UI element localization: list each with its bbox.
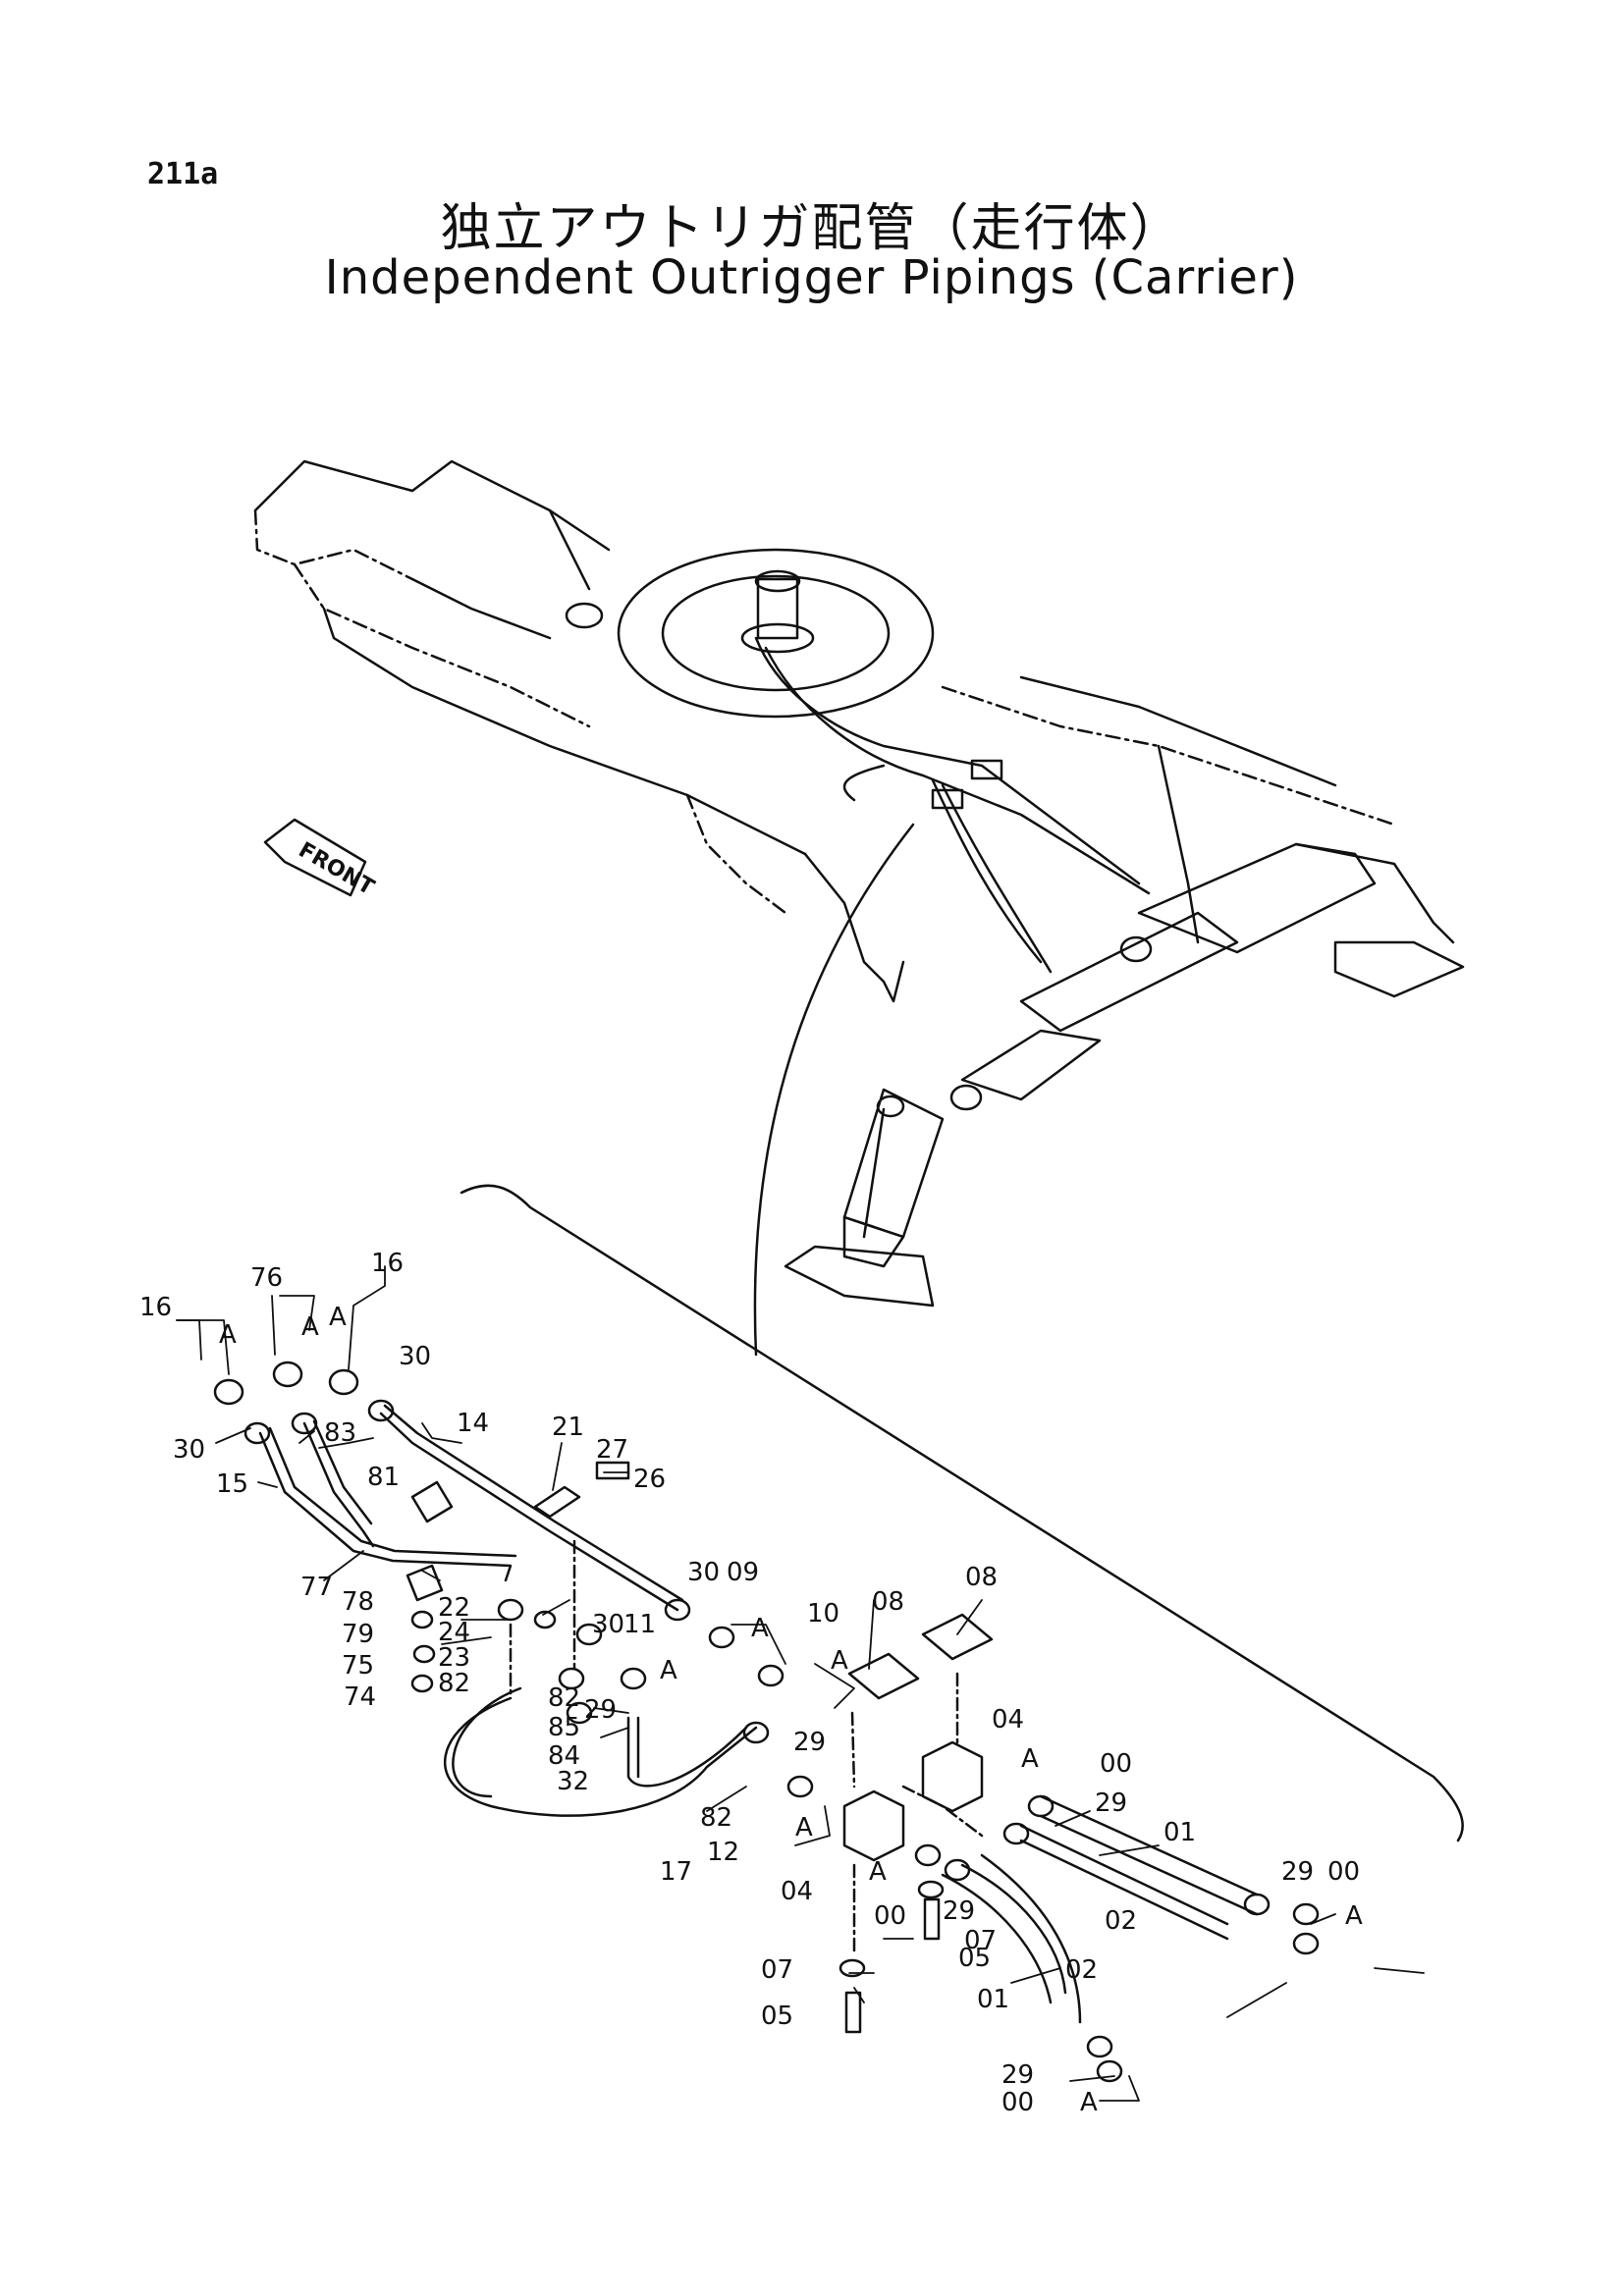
part-label: 24 [438, 1618, 470, 1647]
part-label: 75 [342, 1651, 374, 1681]
part-label: A [301, 1312, 319, 1342]
part-label: 07 [761, 1955, 793, 1985]
part-label: A [1080, 2088, 1098, 2117]
part-label: 77 [300, 1573, 333, 1602]
part-label: A [869, 1857, 887, 1887]
part-label: 22 [438, 1593, 470, 1623]
part-label: 74 [344, 1682, 376, 1712]
part-label: 29 [584, 1695, 617, 1725]
part-label: 01 [977, 1985, 1009, 2014]
part-label: 02 [1065, 1955, 1098, 1985]
part-label: 16 [371, 1249, 404, 1278]
part-label: A [751, 1614, 769, 1643]
part-label: A [219, 1320, 237, 1350]
part-label: 00 [1001, 2088, 1034, 2117]
part-label: 10 [807, 1599, 839, 1629]
part-label: 15 [216, 1469, 248, 1499]
part-label: 82 [438, 1669, 470, 1698]
part-label: 01 [1163, 1818, 1196, 1847]
part-label: 30 [592, 1610, 624, 1639]
part-label: 14 [457, 1409, 489, 1438]
part-label: 04 [781, 1877, 813, 1906]
part-label: 83 [324, 1418, 356, 1448]
part-label: 00 [874, 1901, 906, 1931]
part-label: 79 [342, 1620, 374, 1649]
page-number: 211a [147, 157, 219, 191]
part-label: 82 [548, 1683, 580, 1713]
part-label: 00 [1100, 1749, 1132, 1779]
leader-lines [176, 1265, 1425, 2102]
part-label: 30 [399, 1342, 431, 1371]
part-label: 32 [557, 1767, 589, 1796]
part-label: 00 [1327, 1857, 1360, 1887]
part-label: 82 [700, 1803, 732, 1833]
part-labels: 16 A 76 A A 16 30 83 30 14 15 21 27 26 8… [139, 1249, 1363, 2117]
part-label: 05 [761, 2002, 793, 2031]
part-label: 08 [872, 1587, 904, 1617]
part-label: 30 [173, 1435, 205, 1465]
part-label: 21 [552, 1413, 584, 1442]
part-label: A [1021, 1744, 1039, 1774]
piping-detail [213, 1361, 1320, 2083]
part-label: A [660, 1656, 677, 1685]
title-english: Independent Outrigger Pipings (Carrier) [324, 250, 1299, 305]
part-label: 29 [943, 1896, 975, 1926]
part-label: 81 [367, 1463, 400, 1492]
part-label: A [831, 1646, 848, 1676]
carrier-frame [253, 459, 1465, 1308]
part-label: 29 [1001, 2060, 1034, 2090]
part-label: 29 [1281, 1857, 1314, 1887]
part-label: 85 [548, 1713, 580, 1742]
part-label: 23 [438, 1643, 470, 1673]
part-label: 04 [992, 1705, 1024, 1735]
part-label: 27 [596, 1435, 628, 1465]
part-label: 78 [342, 1587, 374, 1617]
part-label: 05 [958, 1944, 991, 1973]
part-label: 11 [623, 1610, 656, 1639]
part-label: 84 [548, 1741, 580, 1771]
front-arrow [263, 818, 367, 897]
part-label: 16 [139, 1293, 172, 1322]
part-label: 26 [633, 1465, 666, 1494]
part-label: 02 [1105, 1906, 1137, 1936]
part-label: 76 [250, 1263, 283, 1293]
part-label: A [795, 1813, 813, 1842]
part-label: 08 [965, 1563, 998, 1592]
part-label: 29 [1095, 1789, 1127, 1818]
part-label: 29 [793, 1728, 826, 1757]
detail-separator-curve [460, 823, 1464, 1842]
part-label: 17 [660, 1857, 692, 1887]
part-label: A [1345, 1901, 1363, 1931]
part-label: 07 [964, 1926, 997, 1955]
part-label: 12 [707, 1838, 739, 1867]
part-label: 30 [687, 1558, 720, 1587]
title-japanese: 独立アウトリガ配管（走行体） [440, 199, 1183, 258]
part-label: A [329, 1303, 347, 1332]
part-label: 09 [727, 1558, 759, 1587]
front-label: FRONT [295, 838, 378, 901]
